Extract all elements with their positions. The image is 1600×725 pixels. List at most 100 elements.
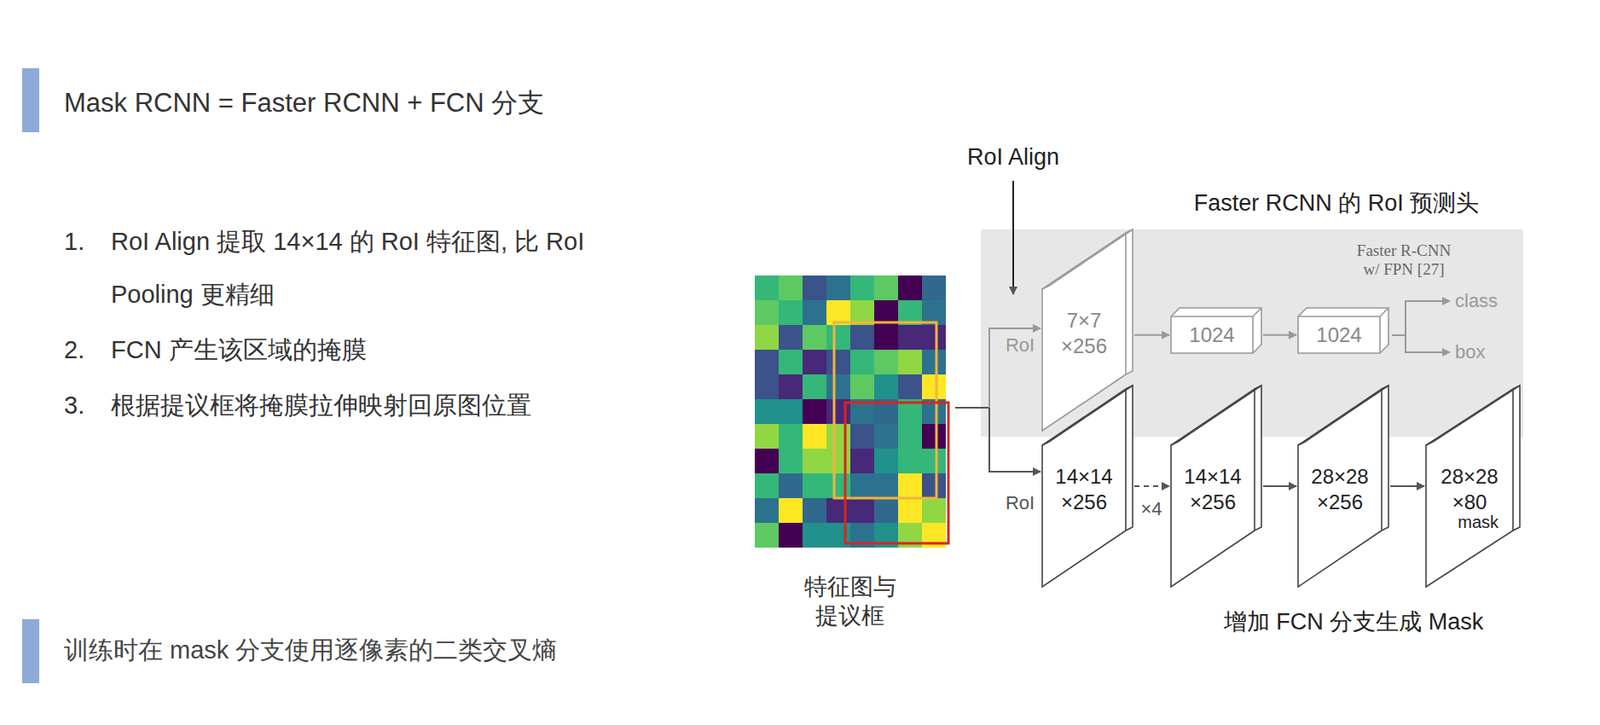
feature-cell [802,349,827,375]
mask-output: 28×28 ×80mask [1426,385,1520,587]
feature-cell [754,349,779,375]
feature-cell [850,275,875,301]
proposal-box [834,322,937,499]
slab-edge [1042,388,1126,531]
feature-cell [802,275,827,301]
feature-cell [826,324,851,350]
output-name: mask [1457,511,1499,534]
feature-cell [778,374,803,400]
feature-cell [802,522,827,548]
feature-cell [850,498,875,523]
feature-cell [754,522,779,548]
slab-edge [1042,232,1126,375]
slab-body [1426,385,1520,587]
pointer-arrow [1012,180,1015,295]
feature-cell [850,374,875,400]
feature-cell [778,275,803,301]
slab-edge [1426,388,1514,531]
feature-cell [778,498,803,523]
feature-cell [754,473,779,499]
list-number: 2. [63,323,85,377]
feature-cell [874,473,899,499]
accent-bar [22,68,40,133]
connector-arrow [1263,334,1297,337]
box-edge [1171,307,1262,317]
slab-edge [1254,385,1262,389]
connector-arrow [1134,485,1170,487]
fc-layer: 1024 [1171,307,1262,354]
figure-caption: 特征图与 提议框 [800,573,902,632]
feature-cell [850,423,875,449]
slab-edge [1381,385,1389,389]
feature-cell [921,423,946,449]
feature-cell [850,473,875,499]
feature-cell [778,522,803,548]
output-label: box [1455,340,1485,365]
box-edge [1379,316,1381,354]
feature-cell [874,324,899,350]
list-item: RoI Align 提取 14×14 的 RoI 特征图, 比 RoI Pool… [110,214,674,321]
feature-cell [802,473,827,499]
list-number: 1. [63,214,85,268]
feature-slab: 14×14 ×256 [1042,385,1133,587]
slab-edge [1298,388,1382,531]
feature-cell [778,399,803,424]
feature-cell [778,423,803,449]
feature-cell [898,374,922,400]
layer-size: 14×14 ×256 [1055,463,1113,516]
feature-cell [850,324,875,350]
feature-cell [778,448,803,474]
reference-text: Faster R-CNN w/ FPN [27] [1347,241,1461,279]
layer-size: 1024 [1188,322,1235,348]
feature-cell [778,349,803,375]
feature-cell [850,349,875,375]
feature-slab: 14×14 ×256 [1171,385,1262,587]
feature-cell [874,374,899,400]
feature-cell [802,423,827,449]
feature-cell [802,324,827,350]
feature-cell [826,498,851,523]
layer-size: 28×28 ×256 [1310,463,1369,516]
box-edge [1298,307,1389,317]
list-item: FCN 产生该区域的掩膜 [110,323,367,377]
feature-cell [754,275,779,301]
feature-cell [778,300,803,325]
feature-cell [874,349,899,375]
connector-arrow [1134,334,1170,337]
feature-cell [921,324,946,350]
feature-cell [826,374,851,400]
feature-cell [754,374,779,400]
slab-edge [1125,385,1133,389]
feature-cell [898,498,922,523]
pointer-label: RoI Align [967,143,1060,173]
input-label: RoI [1005,491,1035,516]
slab-edge [1125,229,1133,233]
feature-slab: 28×28 ×256 [1298,385,1389,587]
layer-size: 28×28 ×80 [1440,463,1498,516]
slab-body [1298,385,1389,587]
feature-cell [826,423,851,449]
feature-cell [826,275,851,301]
layer-size: 14×14 ×256 [1183,463,1241,516]
feature-cell [874,498,899,523]
list-item: 根据提议框将掩膜拉伸映射回原图位置 [110,378,532,432]
feature-cell [754,324,779,350]
slab-edge [1171,388,1255,531]
feature-cell [754,399,779,424]
feature-cell [754,448,779,474]
box-body [1171,307,1262,354]
box-edge [1252,316,1254,354]
feature-cell [874,275,899,301]
feature-map [754,275,946,548]
feature-cell [921,448,946,474]
feature-cell [802,300,827,325]
feature-cell [898,349,922,375]
feature-cell [898,423,922,449]
feature-cell [921,374,946,400]
feature-cell [754,498,779,523]
feature-cell [898,473,922,499]
list-number: 3. [63,378,85,432]
note-text: 训练时在 mask 分支使用逐像素的二类交叉熵 [63,634,557,666]
feature-cell [826,448,851,474]
feature-cell [921,275,946,301]
